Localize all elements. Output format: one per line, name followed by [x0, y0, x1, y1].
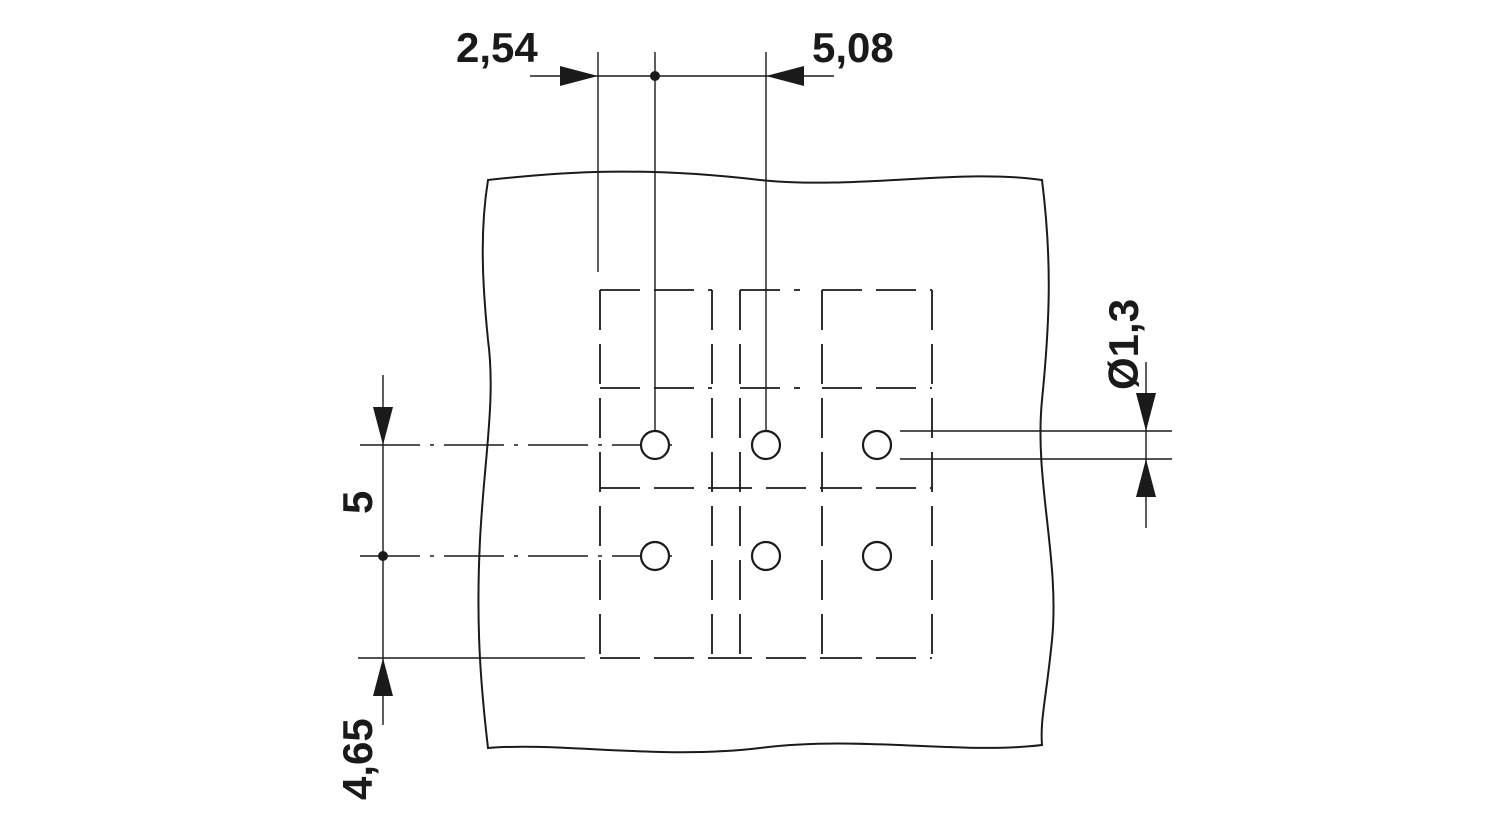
hole	[861, 540, 893, 572]
arrow-up	[373, 658, 393, 696]
origin-dot	[650, 71, 660, 81]
dimension-left: 5 4,65	[334, 375, 585, 800]
terminal-footprint	[599, 289, 933, 659]
hole	[639, 429, 671, 461]
hole	[861, 429, 893, 461]
row-pitch-label: 5	[334, 491, 381, 514]
edge-offset-label: 4,65	[334, 718, 381, 800]
arrow-down	[1136, 393, 1156, 431]
pitch-large-label: 5,08	[812, 24, 894, 71]
dimension-top: 2,54 5,08	[456, 24, 894, 445]
dimension-diameter: Ø1,3	[900, 299, 1172, 528]
arrow-up	[1136, 459, 1156, 497]
holes	[639, 429, 893, 572]
hole	[750, 429, 782, 461]
hole	[639, 540, 671, 572]
centerlines	[360, 444, 680, 557]
board-outline	[477, 170, 1055, 754]
row-dot	[378, 551, 388, 561]
arrow-right	[560, 66, 598, 86]
hole-diameter-label: Ø1,3	[1100, 299, 1147, 390]
pitch-small-label: 2,54	[456, 24, 538, 71]
arrow-down	[373, 407, 393, 445]
hole	[750, 540, 782, 572]
arrow-left	[766, 66, 804, 86]
